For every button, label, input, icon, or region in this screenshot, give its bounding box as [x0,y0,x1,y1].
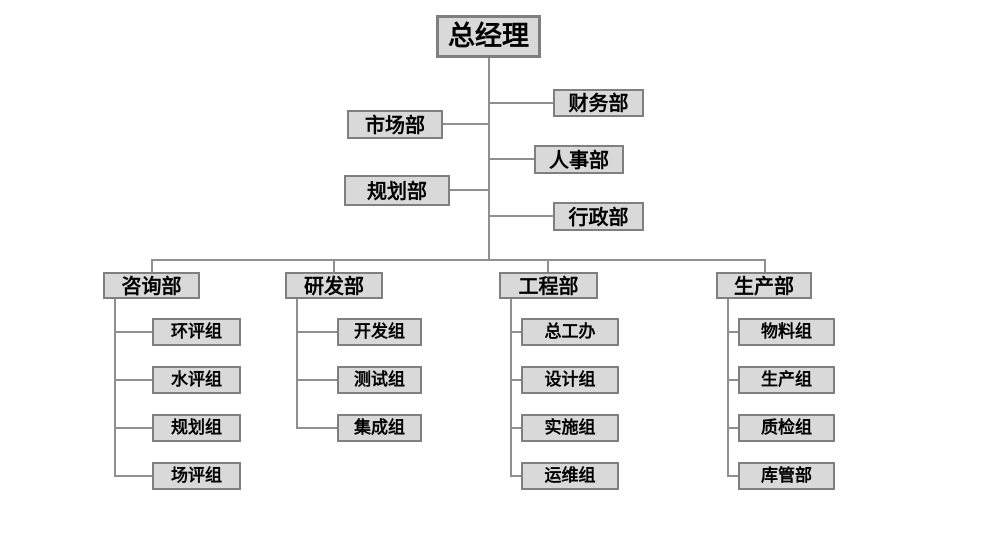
node-materials-group[interactable]: 物料组 [738,318,835,346]
connector-line [114,331,152,333]
node-label: 环评组 [171,321,222,342]
node-consulting-dept[interactable]: 咨询部 [103,272,200,299]
connector-line [151,259,766,261]
node-warehouse-dept[interactable]: 库管部 [738,462,835,490]
node-env-assessment-group[interactable]: 环评组 [152,318,241,346]
connector-line [727,427,740,429]
connector-line [151,259,153,273]
connector-line [443,123,489,125]
node-label: 规划部 [367,178,427,203]
node-label: 开发组 [354,321,405,342]
node-development-group[interactable]: 开发组 [337,318,422,346]
connector-line [114,475,152,477]
node-label: 设计组 [544,369,596,390]
node-label: 总工办 [544,321,596,342]
node-admin-dept[interactable]: 行政部 [553,202,644,231]
node-implementation-group[interactable]: 实施组 [521,414,619,442]
connector-line [450,189,489,191]
node-rnd-dept[interactable]: 研发部 [285,272,383,299]
connector-line [547,259,549,273]
connector-line [510,299,512,477]
node-label: 生产组 [761,369,812,390]
node-label: 行政部 [568,204,629,229]
node-quality-inspection-group[interactable]: 质检组 [738,414,835,442]
connector-line [510,331,523,333]
connector-line [490,158,534,160]
node-label: 市场部 [365,112,425,137]
connector-line [764,259,766,273]
node-label: 人事部 [549,147,609,172]
connector-line [490,102,553,104]
node-label: 财务部 [568,91,629,115]
node-production-dept[interactable]: 生产部 [716,272,812,299]
connector-line [727,299,729,477]
connector-line [296,331,337,333]
connector-line [333,259,335,273]
node-testing-group[interactable]: 测试组 [337,366,422,394]
connector-line [296,379,337,381]
node-finance-dept[interactable]: 财务部 [553,89,644,117]
node-label: 总经理 [448,21,529,52]
node-production-group[interactable]: 生产组 [738,366,835,394]
connector-line [510,379,523,381]
connector-line [727,379,740,381]
node-label: 库管部 [761,465,812,486]
node-planning-dept[interactable]: 规划部 [344,175,450,206]
connector-line [510,475,523,477]
connector-line [114,427,152,429]
connector-line [490,215,553,217]
node-label: 实施组 [544,417,596,438]
node-label: 水评组 [171,369,222,390]
node-label: 研发部 [304,273,364,298]
node-label: 物料组 [761,321,812,342]
node-label: 咨询部 [121,273,182,298]
node-label: 规划组 [171,417,222,438]
connector-line [296,427,337,429]
node-water-assessment-group[interactable]: 水评组 [152,366,241,394]
node-operations-group[interactable]: 运维组 [521,462,619,490]
connector-line [727,475,740,477]
node-label: 集成组 [354,417,405,438]
connector-line [296,299,298,429]
connector-line [114,299,116,477]
node-site-assessment-group[interactable]: 场评组 [152,462,241,490]
connector-line [510,427,523,429]
node-planning-group[interactable]: 规划组 [152,414,241,442]
node-general-manager[interactable]: 总经理 [436,15,541,58]
node-design-group[interactable]: 设计组 [521,366,619,394]
connector-line [727,331,740,333]
node-engineering-dept[interactable]: 工程部 [499,272,598,299]
connector-line [488,57,490,261]
node-hr-dept[interactable]: 人事部 [534,145,624,174]
node-chief-engineer-office[interactable]: 总工办 [521,318,619,346]
node-label: 生产部 [734,273,794,298]
node-integration-group[interactable]: 集成组 [337,414,422,442]
node-label: 场评组 [171,465,222,486]
node-market-dept[interactable]: 市场部 [347,110,443,139]
node-label: 运维组 [544,465,596,486]
node-label: 工程部 [518,273,579,298]
node-label: 测试组 [354,369,405,390]
connector-line [114,379,152,381]
node-label: 质检组 [761,417,812,438]
